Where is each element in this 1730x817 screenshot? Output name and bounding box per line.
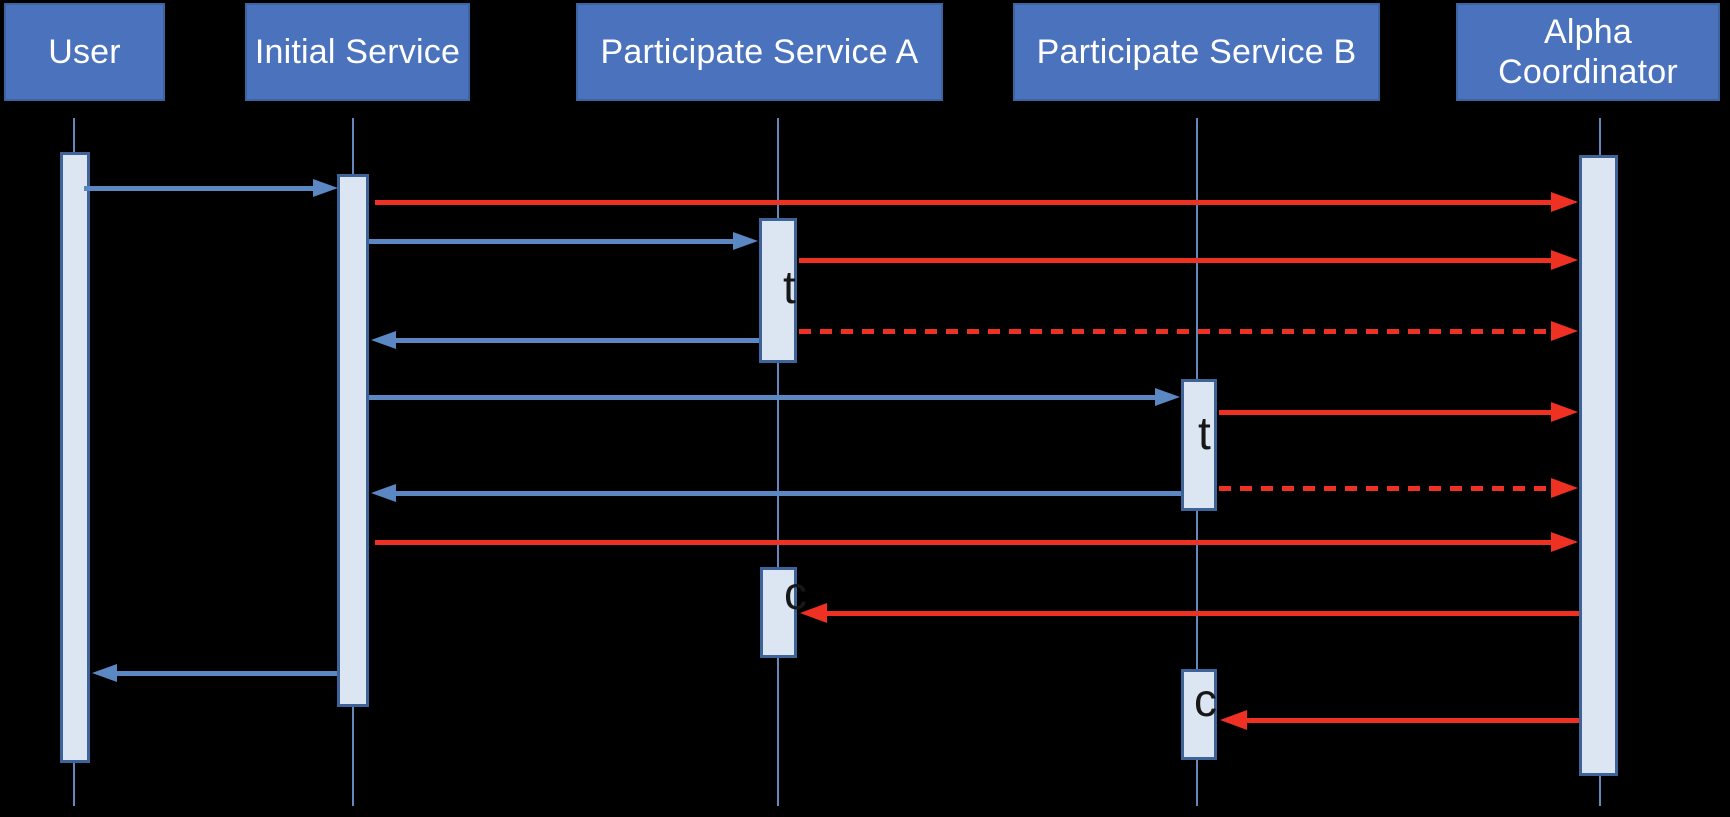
arrowhead-icon [1551,402,1578,422]
activation-bar-user [60,152,90,763]
arrowhead-icon [313,179,338,197]
activation-bar-participate-service-b [1181,379,1217,511]
message-arrow-line-participate-service-b-to-alpha-coordinator [1219,486,1555,491]
message-arrow-line-alpha-coordinator-to-participate-service-a [823,611,1579,616]
actor-box-initial-service: Initial Service [245,3,470,101]
partial-label: t [783,261,796,313]
message-arrow-line-user-to-initial-service [84,186,317,191]
actor-box-participate-service-b: Participate Service B [1013,3,1380,101]
actor-label: Coordinator [1498,53,1678,91]
actor-label: Participate Service A [600,32,919,71]
activation-bar-alpha-coordinator [1579,155,1618,776]
arrowhead-icon [1551,321,1578,341]
activation-bar-initial-service [337,174,369,707]
arrowhead-icon [1551,250,1578,270]
message-arrow-line-initial-service-to-user [113,671,337,676]
actor-box-alpha-coordinator: Alpha Coordinator [1456,3,1720,101]
arrowhead-icon [1551,532,1578,552]
actor-box-participate-service-a: Participate Service A [576,3,943,101]
message-arrow-line-alpha-coordinator-to-participate-service-b [1243,718,1579,723]
message-arrow-line-participate-service-b-to-alpha-coordinator [1219,410,1555,415]
arrowhead-icon [800,603,827,623]
partial-label: c [784,567,807,619]
message-arrow-line-participate-service-a-to-initial-service [392,338,759,343]
message-arrow-line-participate-service-a-to-alpha-coordinator [799,258,1555,263]
actor-label: User [48,32,121,71]
actor-label: Alpha [1544,12,1632,51]
message-arrow-line-initial-service-to-participate-service-a [369,239,737,244]
activation-bar-participate-service-b [1181,669,1217,760]
message-arrow-line-initial-service-to-alpha-coordinator [375,200,1555,205]
actor-label: Initial Service [254,32,461,71]
partial-label: c [1194,674,1217,726]
arrowhead-icon [1155,388,1180,406]
message-arrow-line-initial-service-to-participate-service-b [369,395,1159,400]
message-arrow-line-participate-service-a-to-alpha-coordinator [799,329,1555,334]
activation-bar-participate-service-a [760,567,797,658]
arrowhead-icon [92,664,117,682]
message-arrow-line-participate-service-b-to-initial-service [392,491,1181,496]
lifeline-participate-service-a [777,118,779,806]
arrowhead-icon [733,232,758,250]
message-arrow-line-initial-service-to-alpha-coordinator [375,540,1555,545]
partial-label: t [1198,407,1211,459]
arrowhead-icon [371,331,396,349]
actor-label: Participate Service B [1036,32,1357,71]
arrowhead-icon [1220,710,1247,730]
activation-bar-participate-service-a [759,218,797,363]
arrowhead-icon [1551,192,1578,212]
actor-box-user: User [4,3,165,101]
arrowhead-icon [371,484,396,502]
arrowhead-icon [1551,478,1578,498]
